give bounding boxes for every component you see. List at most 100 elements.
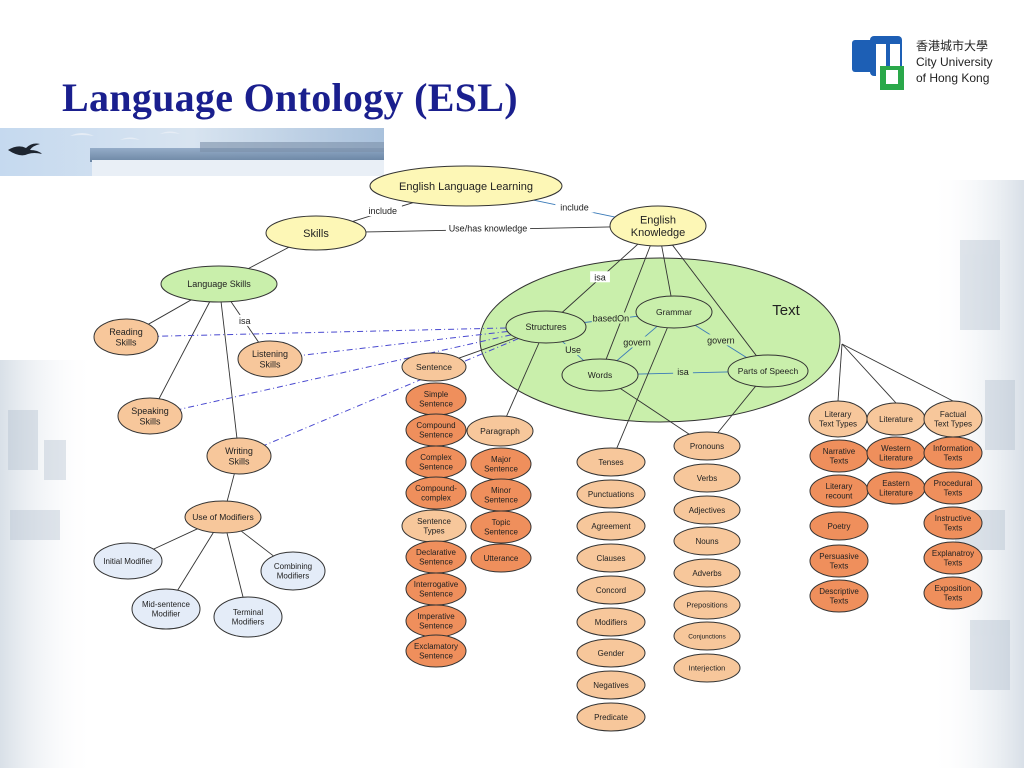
node-label: Sentence [484, 495, 518, 504]
node-poetry: Poetry [809, 511, 869, 541]
node-shape [576, 447, 646, 477]
edge-structures-speaking-skills [179, 334, 512, 410]
node-label: Predicate [594, 713, 628, 722]
node-label: Knowledge [631, 227, 685, 239]
node-label: Compound [416, 421, 455, 430]
node-initial-modifier: Initial Modifier [93, 542, 163, 580]
node-label: Sentence [419, 462, 453, 471]
node-label: Writing [225, 446, 253, 456]
node-adverbs: Adverbs [673, 558, 741, 588]
node-words: Words [561, 358, 639, 392]
node-label: English Language Learning [399, 181, 533, 193]
node-label: Explanatroy [932, 549, 974, 558]
node-label: Complex [420, 453, 452, 462]
node-label: Adjectives [689, 506, 725, 515]
node-label: Language Skills [187, 279, 251, 289]
node-label: Types [423, 526, 444, 535]
edge-label-bg [704, 334, 738, 346]
text-region-label: Text [772, 302, 800, 319]
node-adjectives: Adjectives [673, 495, 741, 525]
node-label: Pronouns [690, 442, 724, 451]
node-shape [213, 596, 283, 638]
node-label: Skills [259, 359, 281, 369]
node-label: Sentence [417, 517, 451, 526]
node-label: Concord [596, 586, 626, 595]
node-label: Initial Modifier [103, 557, 153, 566]
edge-label: Use [565, 345, 581, 355]
edge-label-bg [563, 344, 583, 356]
node-label: Eastern [882, 479, 910, 488]
node-label: Skills [228, 456, 250, 466]
node-label: Interrogative [414, 580, 459, 589]
node-label: complex [421, 493, 451, 502]
node-shape [576, 511, 646, 541]
node-label: Gender [598, 649, 625, 658]
edge-structures-paragraph [506, 342, 540, 417]
node-label: Modifiers [595, 618, 627, 627]
cityu-logo: 香港城市大學 City University of Hong Kong [850, 34, 993, 92]
edge-label: include [560, 203, 589, 213]
node-shape [470, 543, 532, 573]
node-shape [635, 295, 713, 329]
edge-structures-reading-skills [157, 327, 507, 337]
node-tenses: Tenses [576, 447, 646, 477]
node-use-of-modifiers: Use of Modifiers [184, 500, 262, 534]
node-paragraph: Paragraph [466, 415, 534, 447]
edge-language-skills-writing-skills [220, 301, 238, 439]
node-shape [561, 358, 639, 392]
node-nouns: Nouns [673, 526, 741, 556]
node-label: Minor [491, 486, 511, 495]
node-label: Adverbs [692, 569, 721, 578]
node-label: Sentence [419, 621, 453, 630]
node-negatives: Negatives [576, 670, 646, 700]
node-label: Modifiers [232, 617, 264, 626]
edge-writing-skills-use-of-modifiers [226, 473, 235, 502]
node-shape [923, 576, 983, 610]
node-label: Exclamatory [414, 642, 458, 651]
node-label: Negatives [593, 681, 629, 690]
node-label: Clauses [597, 554, 626, 563]
node-label: Narrative [823, 447, 856, 456]
node-shape [206, 437, 272, 475]
node-label: Simple [424, 390, 449, 399]
node-label: Utterance [484, 554, 519, 563]
node-label: Interjection [689, 664, 726, 673]
node-shape [923, 541, 983, 575]
edge-use-of-modifiers-mid-sentence-modifier [177, 532, 214, 591]
node-label: Sentence [419, 589, 453, 598]
node-shape [160, 265, 278, 303]
node-shape [505, 310, 587, 344]
node-label: Agreement [591, 522, 631, 531]
node-shape [673, 463, 741, 493]
node-shape [673, 590, 741, 620]
node-shape [470, 510, 532, 544]
node-label: Words [588, 370, 612, 380]
edge-words-pronouns [620, 388, 690, 435]
edge-label-bg [590, 271, 610, 283]
node-label: Nouns [695, 537, 718, 546]
edge-label-bg [363, 205, 402, 217]
node-shape [673, 653, 741, 683]
node-structures: Structures [505, 310, 587, 344]
edge-label: isa [677, 367, 689, 377]
node-label: Literary [825, 410, 852, 419]
node-predicate: Predicate [576, 702, 646, 732]
node-label: Sentence [484, 464, 518, 473]
node-shape [405, 476, 467, 510]
edge-skills-language-skills [248, 246, 290, 269]
node-interjection: Interjection [673, 653, 741, 683]
node-shape [923, 436, 983, 470]
node-label: Texts [944, 453, 963, 462]
node-shape [923, 471, 983, 505]
node-shape [576, 479, 646, 509]
